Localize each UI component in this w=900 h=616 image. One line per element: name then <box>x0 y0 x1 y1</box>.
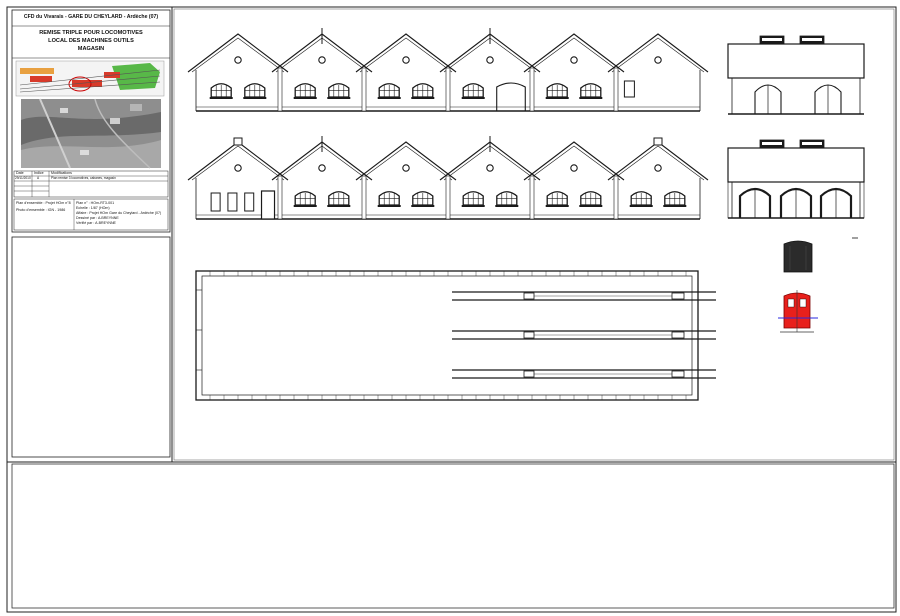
gable-oculus <box>570 164 578 172</box>
front-elevation-lower <box>187 136 709 220</box>
map-turntable-marker <box>68 76 92 92</box>
small-window <box>244 192 255 212</box>
gable-roof <box>187 141 289 181</box>
revision-table <box>13 170 169 198</box>
buffer-stop <box>523 331 535 339</box>
side-roof-block <box>727 43 865 79</box>
info-plan-number: Plan n° : HOm-RT3-001 <box>76 201 115 205</box>
subtitle-line-2: LOCAL DES MACHINES OUTILS <box>48 38 134 44</box>
revision-header-index: Indice <box>34 171 44 175</box>
info-project: Affaire : Projet HOm Gare du Cheylard - … <box>76 211 162 215</box>
gable-roof <box>607 33 709 73</box>
map-building-orange <box>20 68 54 74</box>
shed-inner-wall <box>201 275 693 396</box>
site-plan-map <box>15 60 165 97</box>
gable-roof <box>523 141 625 181</box>
roof-lantern <box>233 137 243 146</box>
side-door <box>260 190 276 220</box>
sheet-drawing-frame <box>173 8 895 461</box>
gable-roof <box>187 33 289 73</box>
revision-header-modifications: Modifications <box>51 171 72 175</box>
gable-oculus <box>654 164 662 172</box>
door-opening <box>671 331 685 339</box>
gable-roof <box>355 33 457 73</box>
drawing-subtitle: REMISE TRIPLE POUR LOCOMOTIVES LOCAL DES… <box>14 29 168 53</box>
door-opening <box>671 292 685 300</box>
buffer-stop <box>523 292 535 300</box>
locomotive-outline-black <box>783 240 813 273</box>
subtitle-line-3: MAGASIN <box>77 46 105 52</box>
gable-roof <box>355 141 457 181</box>
buffer-stop <box>523 370 535 378</box>
gable-oculus <box>402 164 410 172</box>
door-opening <box>671 370 685 378</box>
notes-panel-frame <box>11 236 171 458</box>
gable-oculus <box>234 164 242 172</box>
sheet-bottom-inner-frame <box>11 463 895 609</box>
revision-row-date: 29/11/2010 <box>15 176 31 180</box>
gable-oculus <box>318 56 326 64</box>
title-block-frame <box>11 9 171 233</box>
info-plan-ensemble: Plan d'ensemble : Projet HOm n°8 <box>16 201 71 205</box>
gable-oculus <box>570 56 578 64</box>
info-photo-ensemble: Photo d'ensemble : IGN - 1986 <box>16 208 66 212</box>
gable-oculus <box>402 56 410 64</box>
gable-oculus <box>234 56 242 64</box>
locomotive-cross-sections <box>778 237 858 333</box>
info-drawn-by: Dessiné par : A.BREYNNE <box>76 216 119 220</box>
drawing-title: CFD du Vivarais - GARE DU CHEYLARD - Ard… <box>23 14 159 20</box>
info-scale: Echelle : 1/87 (HOm) <box>76 206 110 210</box>
revision-row-index: A <box>37 176 40 180</box>
side-elevation-lower <box>727 139 865 219</box>
gable-oculus <box>654 56 662 64</box>
shed-outer-wall <box>195 270 699 401</box>
side-elevation-upper <box>727 35 865 115</box>
gable-oculus <box>318 164 326 172</box>
map-building-red-2 <box>72 80 102 87</box>
small-window <box>623 80 635 98</box>
gable-roof <box>523 33 625 73</box>
small-window <box>210 192 221 212</box>
gable-roof <box>607 141 709 181</box>
revision-row-modification: Plan remise 3 locomotives, cabanes, maga… <box>51 176 116 180</box>
gable-oculus <box>486 56 494 64</box>
sheet-outer-border <box>6 6 897 613</box>
map-building-red-1 <box>30 76 52 82</box>
gable-oculus <box>486 164 494 172</box>
floor-plan-tracks <box>195 270 716 401</box>
drawing-info-box <box>13 198 169 231</box>
map-green-area <box>112 63 160 90</box>
subtitle-line-1: REMISE TRIPLE POUR LOCOMOTIVES <box>39 30 143 36</box>
revision-header-date: Date <box>16 171 24 175</box>
roof-lantern <box>653 137 663 146</box>
small-window <box>227 192 238 212</box>
arched-door <box>496 82 526 111</box>
aerial-photo <box>21 98 161 169</box>
front-elevation-upper <box>187 28 709 112</box>
info-checked-by: Vérifié par : A.BREYNNE <box>76 221 116 225</box>
side-roof-block <box>727 147 865 183</box>
